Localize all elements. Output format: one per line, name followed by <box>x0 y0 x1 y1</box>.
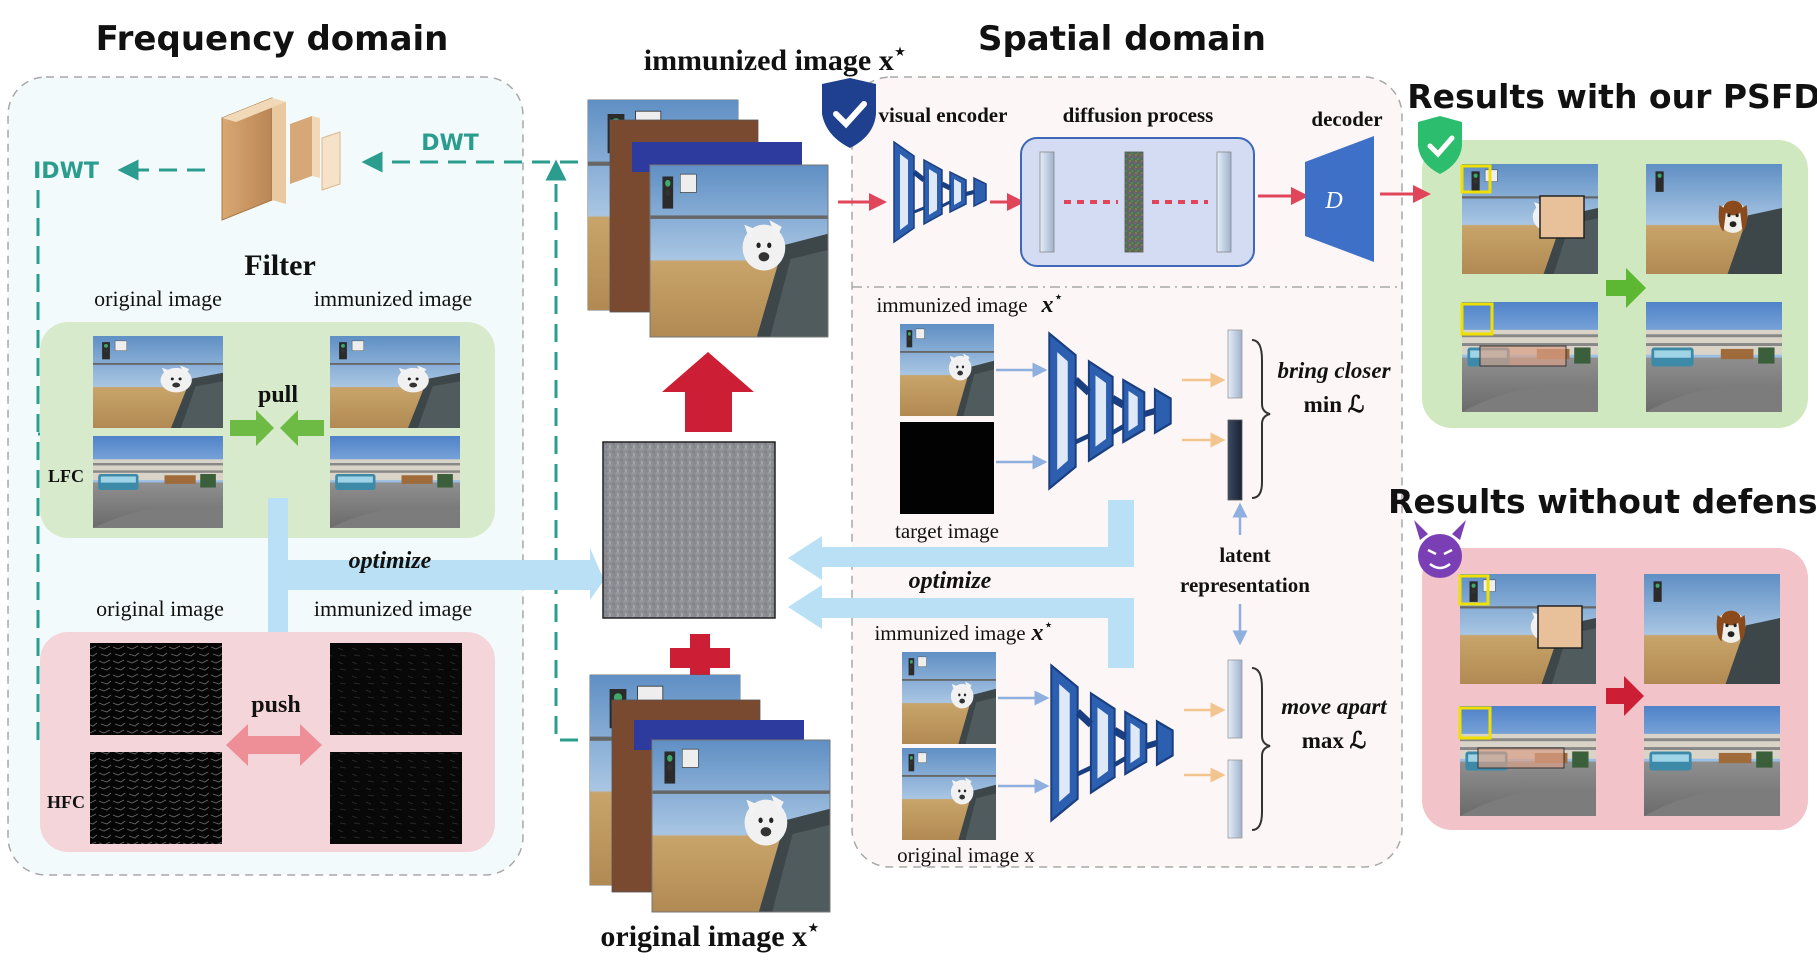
latent-label-2: representation <box>1180 573 1310 597</box>
push-label: push <box>251 692 300 718</box>
immunized-top-label: immunized image x⋆ <box>644 41 907 77</box>
target-image-label: target image <box>895 519 999 543</box>
frequency-title: Frequency domain <box>96 19 449 59</box>
immunized-shield-icon <box>822 78 876 148</box>
filter-icon <box>221 97 341 221</box>
ours-paste-box-2 <box>1479 345 1567 367</box>
move-apart-brace <box>1251 667 1271 831</box>
perturbation-noise <box>602 441 776 619</box>
spatial-optimize-arrow-2 <box>788 585 1134 668</box>
none-paste-box-1 <box>1537 605 1583 649</box>
devil-icon <box>1414 520 1466 578</box>
spatial-optimize-arrow-1 <box>788 500 1134 580</box>
plus-icon <box>670 634 730 682</box>
visual-encoder-label: visual encoder <box>879 103 1008 127</box>
immunized-image-stack <box>587 99 829 338</box>
latent-bar-imm-2 <box>1227 659 1243 739</box>
original-image-stack <box>589 674 831 913</box>
none-result-arrow <box>1606 676 1644 716</box>
latent-bar-target <box>1227 419 1243 501</box>
spatial-optimize-label: optimize <box>909 568 992 594</box>
move-apart-label: move apart <box>1281 694 1387 719</box>
diffusion-start-bar <box>1039 151 1055 253</box>
ours-paste-box-1 <box>1539 195 1585 239</box>
hfc-col-left: original image <box>96 596 224 621</box>
green-shield-icon <box>1418 116 1462 174</box>
latent-label-1: latent <box>1219 543 1270 567</box>
red-up-arrow <box>662 352 754 432</box>
hfc-col-right: immunized image <box>314 596 472 621</box>
max-loss-label: max ℒ <box>1302 728 1367 753</box>
decoder-label: decoder <box>1311 107 1382 131</box>
latent-bar-orig <box>1227 759 1243 839</box>
none-mask-box-1 <box>1458 574 1490 606</box>
ours-mask-box-2 <box>1460 302 1494 336</box>
pull-arrow-left <box>280 410 324 446</box>
ours-result-arrow <box>1606 268 1646 308</box>
min-loss-label: min ℒ <box>1304 392 1365 417</box>
diffusion-end-bar <box>1216 151 1232 253</box>
original-bottom-label: original image x⋆ <box>600 917 819 953</box>
pull-label: pull <box>258 382 298 408</box>
none-mask-box-2 <box>1458 706 1492 740</box>
idwt-label: IDWT <box>33 159 99 184</box>
none-paste-box-2 <box>1477 747 1565 769</box>
hfc-original-bottom <box>90 752 222 844</box>
hfc-immunized-bottom <box>330 752 462 844</box>
freq-optimize-arrow <box>268 498 604 668</box>
hfc-immunized-top <box>330 643 462 735</box>
hfc-label: HFC <box>47 792 85 812</box>
lfc-label: LFC <box>48 466 84 486</box>
decoder-icon <box>1305 136 1374 262</box>
lfc-col-left: original image <box>94 286 222 311</box>
original-to-dwt-line <box>545 159 578 742</box>
spatial-title: Spatial domain <box>978 19 1266 59</box>
ours-mask-box-1 <box>1460 164 1492 194</box>
pull-arrow-right <box>230 410 274 446</box>
hfc-original-top <box>90 643 222 735</box>
diffusion-label: diffusion process <box>1063 103 1214 127</box>
results-none-title: Results without defense <box>1388 482 1817 521</box>
filter-label: Filter <box>244 249 316 282</box>
bring-closer-brace <box>1251 339 1271 499</box>
decoder-symbol: D <box>1324 188 1342 214</box>
diffusion-noise-bar <box>1124 151 1144 253</box>
target-image <box>900 422 994 514</box>
push-arrow <box>226 724 322 766</box>
bring-closer-label: bring closer <box>1277 358 1391 383</box>
results-ours-title: Results with our PSFD <box>1407 77 1817 116</box>
latent-bar-imm-1 <box>1227 329 1243 399</box>
freq-optimize-label: optimize <box>349 548 432 574</box>
lfc-col-right: immunized image <box>314 286 472 311</box>
dwt-label: DWT <box>421 131 479 156</box>
original-x-label: original image x <box>897 843 1035 867</box>
